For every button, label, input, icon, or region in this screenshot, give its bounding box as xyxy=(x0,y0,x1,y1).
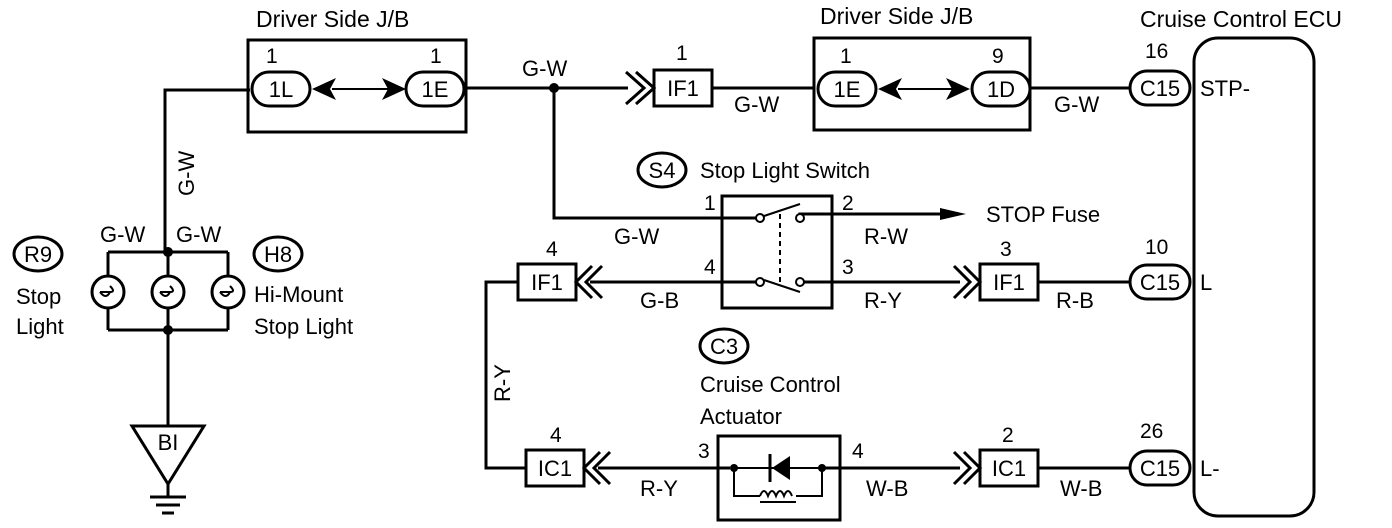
wire-label: G-W xyxy=(174,151,199,196)
actuator-name-1: Cruise Control xyxy=(700,372,841,397)
junction-block-right: Driver Side J/B 1 1E 9 1D xyxy=(812,3,1032,132)
actuator-pin-3: 3 xyxy=(698,440,710,463)
wire-label: G-W xyxy=(176,222,221,247)
actuator-pin-4: 4 xyxy=(852,440,864,463)
actuator-code: C3 xyxy=(710,334,738,359)
ecu-term-lminus: L- xyxy=(1200,456,1220,481)
himount-line2: Stop Light xyxy=(254,314,353,339)
wire-labels: G-W G-W G-W G-W G-W G-W G-W R-W G-B R-Y … xyxy=(100,56,1102,501)
ecu-pin-l: 10 xyxy=(1145,236,1168,259)
switch-name: Stop Light Switch xyxy=(700,158,870,183)
jb-left-pin-a: 1 xyxy=(266,45,278,68)
jb-left-pin-b: 1 xyxy=(430,45,442,68)
ic1-left-pin: 4 xyxy=(550,424,562,447)
jb-right-pin-b: 9 xyxy=(992,45,1004,68)
connector-ic1-right: 2 IC1 xyxy=(952,424,1040,488)
if1-left-label: IF1 xyxy=(531,270,563,295)
wire-label: R-W xyxy=(864,224,908,249)
if1-top-pin: 1 xyxy=(676,42,688,65)
switch-pin-3: 3 xyxy=(842,256,854,279)
ecu-term-stp: STP- xyxy=(1200,76,1250,101)
wire-label: R-B xyxy=(1056,288,1094,313)
wire-label: W-B xyxy=(866,476,908,501)
ground-label: BI xyxy=(158,430,179,455)
wire-label: G-W xyxy=(100,222,145,247)
connector-ic1-left: 4 IC1 xyxy=(524,424,612,488)
jb-left-conn-b: 1E xyxy=(422,77,449,102)
jb-right-title: Driver Side J/B xyxy=(820,3,973,29)
lamp-icon xyxy=(150,274,186,310)
stop-light-code: R9 xyxy=(24,242,52,267)
wire-label: G-W xyxy=(734,92,779,117)
stop-fuse-label: STOP Fuse xyxy=(986,202,1100,227)
lamp-icon xyxy=(90,274,126,310)
jb-right-conn-a: 1E xyxy=(834,77,861,102)
if1-top-label: IF1 xyxy=(667,76,699,101)
ic1-right-pin: 2 xyxy=(1002,424,1014,447)
switch-pin-2: 2 xyxy=(842,192,854,215)
jb-left-conn-a: 1L xyxy=(269,77,293,102)
ecu-term-l: L xyxy=(1200,270,1212,295)
ground: BI xyxy=(129,424,207,515)
connector-if1-right: 3 IF1 xyxy=(952,238,1040,302)
jb-right-conn-b: 1D xyxy=(987,77,1015,102)
ecu-title: Cruise Control ECU xyxy=(1140,6,1342,32)
cruise-control-actuator: C3 Cruise Control Actuator 3 4 xyxy=(698,327,864,522)
ecu-conn-stp: C15 xyxy=(1140,76,1180,101)
stop-light-line1: Stop xyxy=(16,284,61,309)
connector-if1-left: 4 IF1 xyxy=(516,238,604,302)
ecu-pin-lminus: 26 xyxy=(1140,420,1163,443)
ecu-conn-l: C15 xyxy=(1140,270,1180,295)
wire-label: G-B xyxy=(640,288,679,313)
wire-label: G-W xyxy=(614,224,659,249)
jb-right-pin-a: 1 xyxy=(840,45,852,68)
stop-light-line2: Light xyxy=(16,314,64,339)
connector-if1-top: 1 IF1 xyxy=(625,42,714,108)
wire-label: R-Y xyxy=(864,288,902,313)
actuator-name-2: Actuator xyxy=(700,404,782,429)
switch-pin-4: 4 xyxy=(704,256,716,279)
lamp-icon xyxy=(210,274,246,310)
wire-label: G-W xyxy=(522,56,567,81)
wire-label: W-B xyxy=(1060,476,1102,501)
switch-pin-1: 1 xyxy=(704,192,716,215)
cruise-control-ecu: Cruise Control ECU 16 C15 STP- 10 C15 L … xyxy=(1128,6,1342,518)
junction-block-left: Driver Side J/B 1 1L 1 1E xyxy=(246,6,468,134)
ic1-left-label: IC1 xyxy=(538,456,572,481)
ic1-right-label: IC1 xyxy=(992,456,1026,481)
if1-right-label: IF1 xyxy=(993,270,1025,295)
stop-light-switch: S4 Stop Light Switch 1 2 4 3 xyxy=(636,151,870,310)
wire-label: G-W xyxy=(1054,92,1099,117)
if1-left-pin: 4 xyxy=(546,238,558,261)
stop-fuse: STOP Fuse xyxy=(940,202,1100,227)
ecu-conn-lminus: C15 xyxy=(1140,456,1180,481)
if1-right-pin: 3 xyxy=(1000,238,1012,261)
wires xyxy=(106,83,1130,470)
himount-line1: Hi-Mount xyxy=(254,282,343,307)
himount-code: H8 xyxy=(264,242,292,267)
switch-code: S4 xyxy=(649,158,676,183)
stop-lights: R9 Stop Light H8 Hi-Mount Stop Light xyxy=(12,235,353,339)
ecu-pin-stp: 16 xyxy=(1145,40,1168,63)
jb-left-title: Driver Side J/B xyxy=(256,6,409,32)
wire-label: R-Y xyxy=(640,476,678,501)
wire-label: R-Y xyxy=(490,364,515,402)
